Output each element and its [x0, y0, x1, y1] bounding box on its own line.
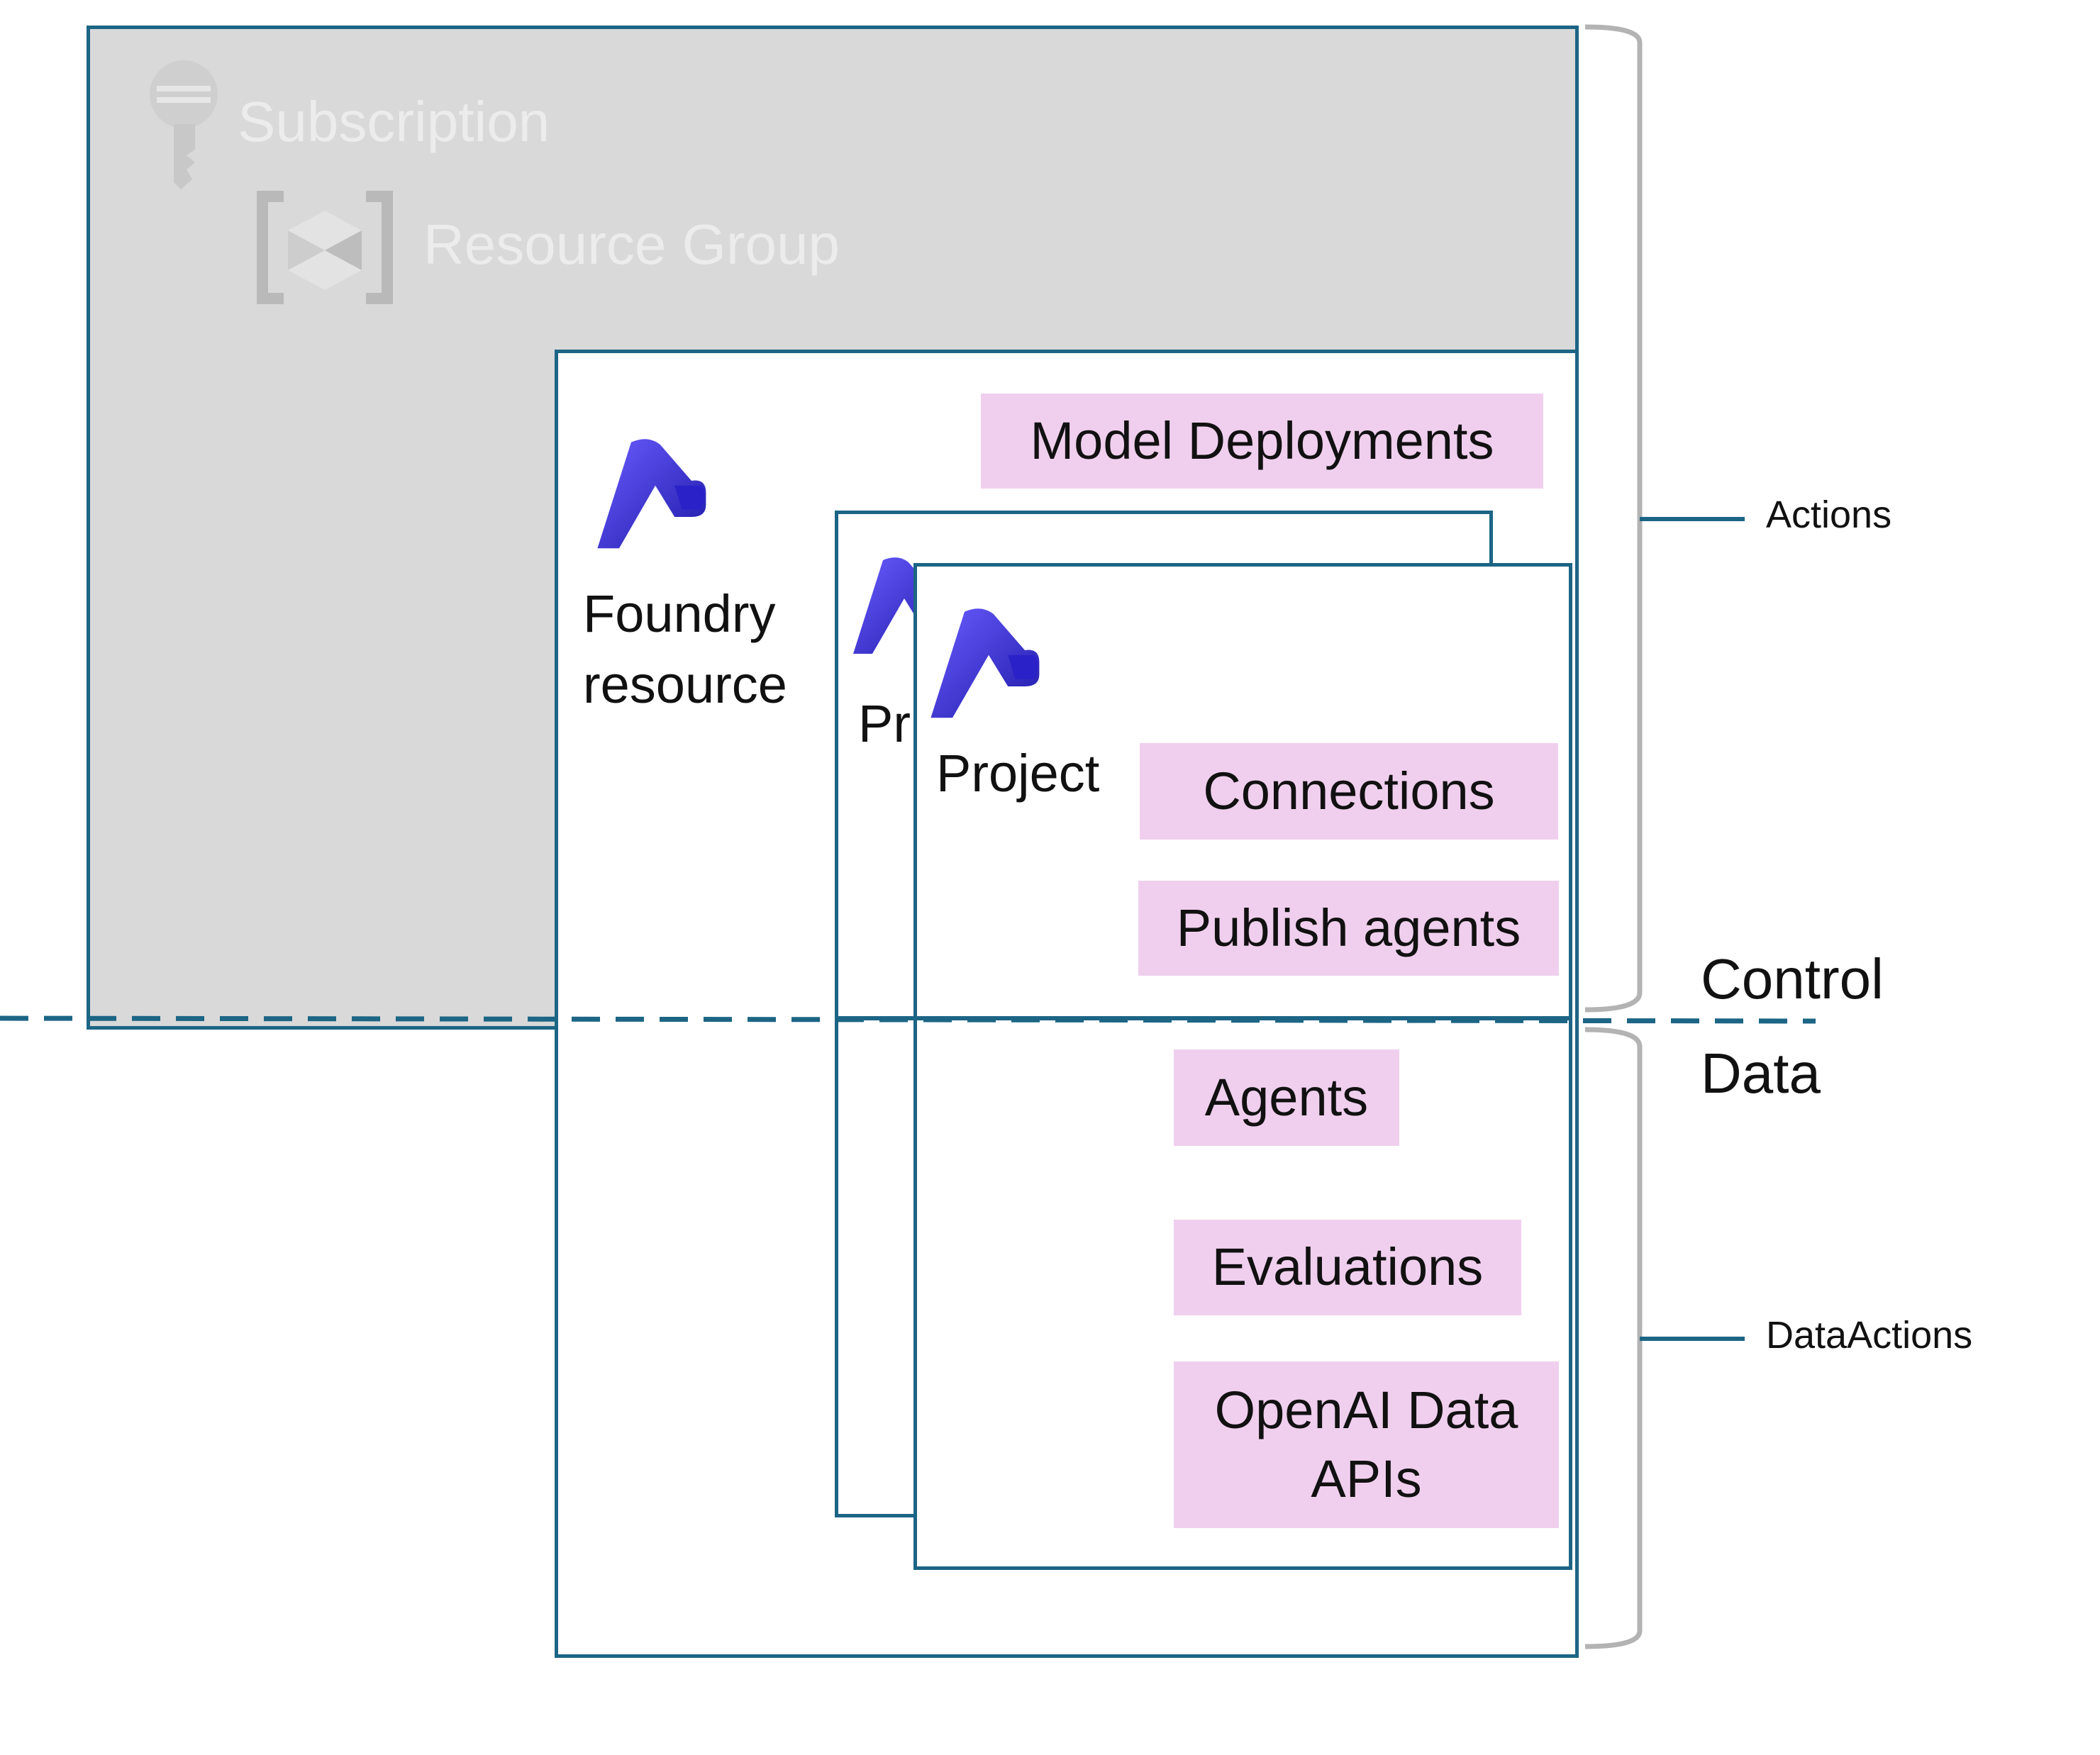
control-data-divider: [0, 1015, 1816, 1024]
foundry-label-line2: resource: [583, 655, 787, 714]
resource-group-label: Resource Group: [423, 213, 840, 276]
data-plane-label: Data: [1701, 1042, 1821, 1105]
foundry-label-line1: Foundry: [583, 584, 776, 643]
evaluations-pill: Evaluations: [1174, 1220, 1521, 1315]
openai-data-apis-pill: OpenAI Data APIs: [1174, 1361, 1559, 1528]
key-icon: [150, 60, 218, 189]
subscription-label: Subscription: [238, 90, 550, 153]
data-actions-label: DataActions: [1766, 1314, 1973, 1356]
model-deployments-pill: Model Deployments: [981, 394, 1543, 489]
actions-bracket: [1584, 24, 1643, 1013]
resource-group-icon: [257, 191, 393, 304]
foundry-icon: [597, 439, 706, 549]
control-plane-label: Control: [1701, 947, 1884, 1010]
publish-agents-pill: Publish agents: [1138, 881, 1559, 976]
actions-label: Actions: [1766, 494, 1892, 536]
openai-pill-line1: OpenAI Data: [1214, 1381, 1518, 1440]
openai-pill-line2: APIs: [1311, 1449, 1422, 1508]
project-front-label: Project: [936, 744, 1100, 803]
project-back-label: Pr: [858, 694, 911, 753]
agents-pill: Agents: [1174, 1049, 1399, 1146]
connections-pill: Connections: [1140, 743, 1558, 840]
data-actions-bracket: [1584, 1027, 1643, 1649]
foundry-icon: [930, 608, 1040, 718]
